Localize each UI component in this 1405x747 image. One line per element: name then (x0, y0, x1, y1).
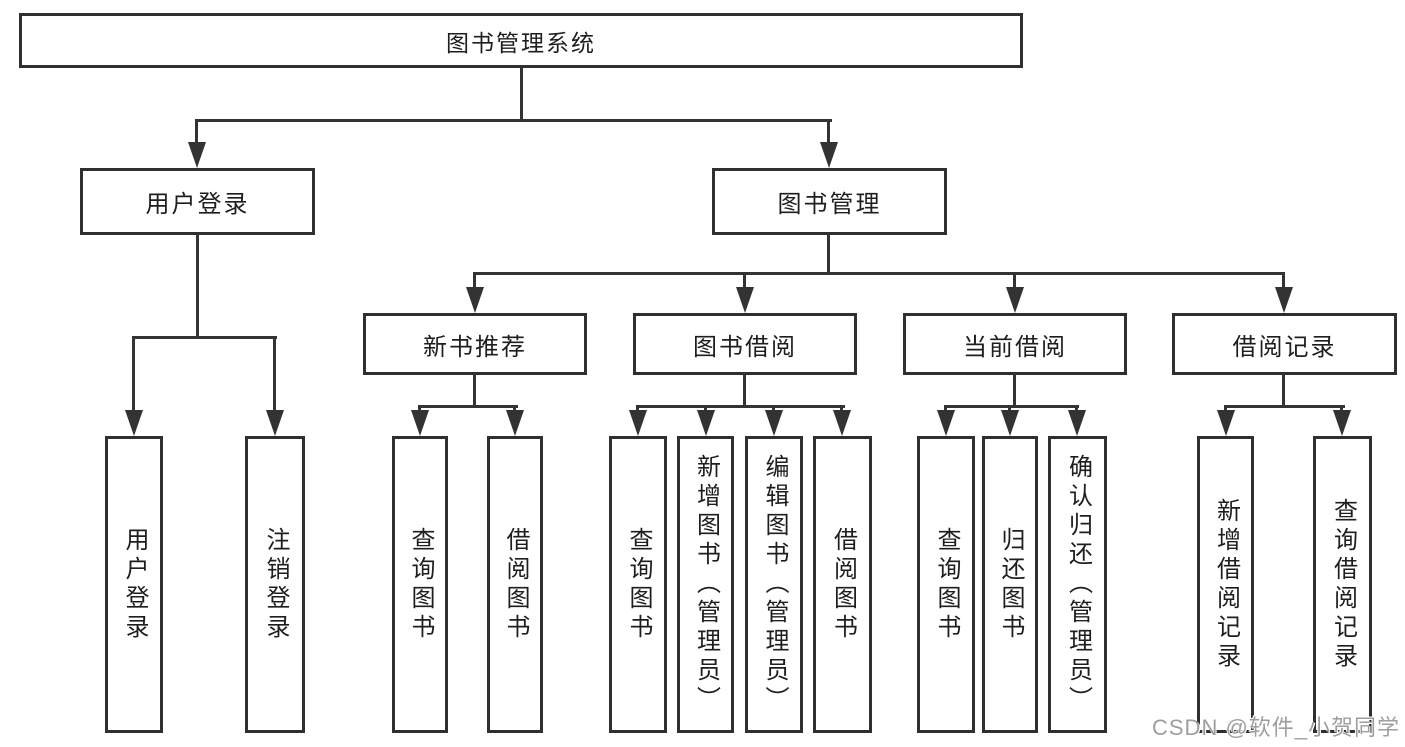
connector-new-book-branch (418, 405, 518, 408)
node-label: 新书推荐 (423, 333, 527, 361)
arrow-to-borrow-record (1274, 272, 1293, 313)
node-label: 用户登录 (145, 191, 250, 218)
leaf-logout: 注销登录 (245, 436, 305, 733)
node-label: 查询借阅记录 (1329, 497, 1357, 672)
node-label: 归还图书 (997, 526, 1024, 643)
node-label: 图书管理系统 (446, 29, 596, 56)
arrow-to-leaf-logout (265, 336, 284, 436)
leaf-add-borrow-record: 新增借阅记录 (1197, 436, 1254, 733)
node-label: 借阅记录 (1232, 333, 1337, 361)
connector-borrow-record-stem (1282, 372, 1285, 408)
arrow-to-new-book-recommend (465, 272, 484, 313)
arrow-to-current-borrow (1005, 272, 1024, 313)
leaf-user-login: 用户登录 (105, 436, 163, 733)
leaf-edit-book-admin: 编辑图书（管理员） (745, 436, 803, 733)
arrow-to-borrow-book-1 (505, 405, 524, 436)
node-label: 编辑图书（管理员） (761, 454, 788, 715)
leaf-borrow-book-newbooks: 借阅图书 (487, 436, 543, 733)
arrow-to-query-record (1332, 405, 1351, 436)
node-current-borrow: 当前借阅 (903, 313, 1127, 375)
leaf-query-borrow-record: 查询借阅记录 (1313, 436, 1372, 733)
node-book-management: 图书管理 (712, 168, 947, 235)
node-user-login: 用户登录 (80, 168, 315, 235)
arrow-to-add-book (696, 405, 715, 436)
connector-book-borrow-branch (636, 405, 845, 408)
node-label: 图书借阅 (693, 333, 797, 361)
node-label: 注销登录 (262, 526, 289, 643)
arrow-to-edit-book (764, 405, 783, 436)
node-label: 查询图书 (407, 526, 434, 643)
connector-current-borrow-stem (1013, 372, 1016, 408)
leaf-query-book-current: 查询图书 (917, 436, 975, 733)
arrow-to-confirm-return (1067, 405, 1086, 436)
arrow-to-add-record (1216, 405, 1235, 436)
connector-user-login-stem (196, 233, 199, 339)
node-label: 借阅图书 (502, 526, 529, 643)
connector-new-book-stem (473, 372, 476, 408)
node-label: 图书管理 (777, 191, 882, 218)
csdn-watermark: CSDN @软件_小贺同学 (1152, 715, 1401, 740)
connector-root-stem (520, 67, 523, 122)
node-label: 新增图书（管理员） (692, 454, 720, 715)
arrow-to-query-book-2 (628, 405, 647, 436)
arrow-to-book-borrow (735, 272, 754, 313)
connector-root-branch (196, 119, 832, 122)
connector-book-mgmt-stem (827, 233, 830, 275)
connector-book-mgmt-branch (473, 272, 1285, 275)
node-borrow-record: 借阅记录 (1172, 313, 1397, 375)
node-library-management-system: 图书管理系统 (19, 13, 1023, 68)
connector-book-borrow-stem (743, 372, 746, 408)
connector-current-borrow-branch (944, 405, 1079, 408)
arrow-to-user-login (187, 119, 206, 168)
node-label: 借阅图书 (829, 526, 857, 643)
node-label: 查询图书 (933, 526, 960, 643)
leaf-query-book-newbooks: 查询图书 (392, 436, 448, 733)
node-label: 确认归还（管理员） (1064, 454, 1092, 715)
arrow-to-book-management (819, 119, 838, 168)
node-label: 当前借阅 (963, 333, 1067, 361)
node-label: 用户登录 (121, 526, 148, 643)
node-book-borrow: 图书借阅 (633, 313, 857, 375)
arrow-to-query-book-1 (410, 405, 429, 436)
connector-user-login-branch (132, 336, 277, 339)
node-label: 新增借阅记录 (1212, 497, 1240, 672)
leaf-return-book: 归还图书 (982, 436, 1038, 733)
leaf-add-book-admin: 新增图书（管理员） (677, 436, 734, 733)
arrow-to-leaf-login (124, 336, 143, 436)
arrow-to-return-book (1000, 405, 1019, 436)
leaf-query-book-borrow: 查询图书 (609, 436, 667, 733)
leaf-confirm-return-admin: 确认归还（管理员） (1048, 436, 1107, 733)
connector-borrow-record-branch (1224, 405, 1345, 408)
node-label: 查询图书 (625, 526, 652, 643)
node-new-book-recommend: 新书推荐 (363, 313, 587, 375)
leaf-borrow-book-borrow: 借阅图书 (813, 436, 872, 733)
arrow-to-query-book-3 (936, 405, 955, 436)
arrow-to-borrow-book-2 (832, 405, 851, 436)
